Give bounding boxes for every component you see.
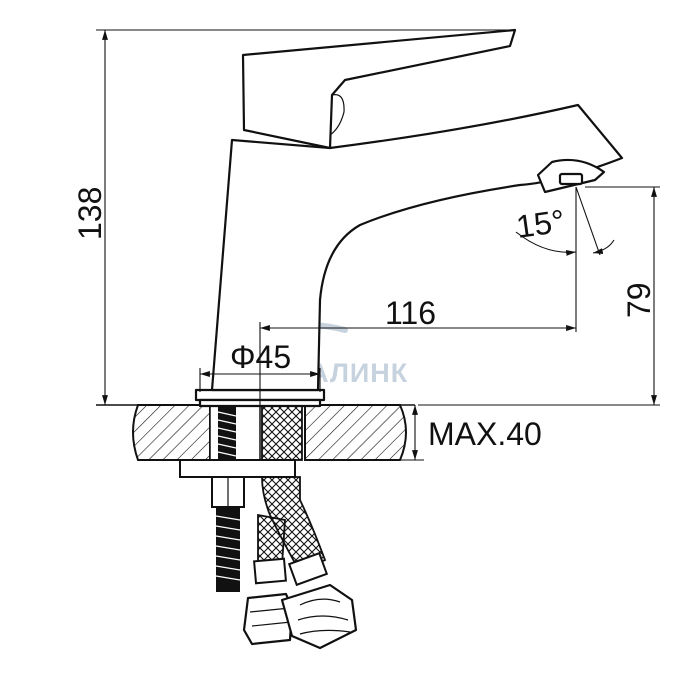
faucet-body [194,28,624,408]
flexible-hose [253,476,329,587]
dimension-spout-reach: 116 [259,187,577,405]
dimension-label-total-height: 138 [72,187,108,240]
dimension-base-diameter: Φ45 [199,339,321,392]
dimension-label-base-diameter: Φ45 [230,339,291,375]
dimension-label-spout-height: 79 [621,282,657,318]
hose-nut-right [280,583,358,650]
hose-nut-left [242,592,294,646]
dimension-countertop-max: MAX.40 [400,405,542,461]
dimension-spout-angle: 15° [514,186,615,256]
dimension-label-spout-angle: 15° [514,203,567,245]
dimension-total-height: 138 [72,29,515,405]
dimension-spout-height: 79 [418,186,660,406]
mounting-assembly [179,404,303,592]
dimension-label-countertop-max: MAX.40 [428,416,542,452]
dimension-label-spout-reach: 116 [385,295,436,331]
